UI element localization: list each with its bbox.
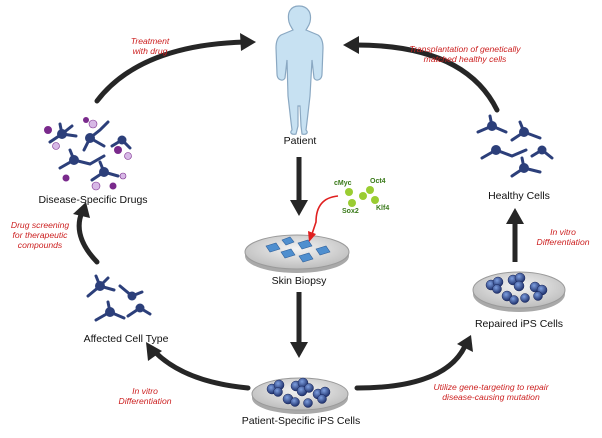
note-in-vitro-left: In vitro Differentiation	[108, 386, 182, 406]
note-drug-screening: Drug screening for therapeutic compounds	[4, 220, 76, 250]
note-drug-screening-line-2: for therapeutic	[12, 230, 68, 240]
arrow-affected-to-drugs	[73, 202, 100, 265]
note-transplantation: Transplantation of genetically matched h…	[390, 44, 540, 64]
label-skin-biopsy: Skin Biopsy	[271, 275, 327, 287]
label-patient: Patient	[283, 135, 317, 147]
note-gene-targeting-line-2: disease-causing mutation	[442, 392, 540, 402]
reprogramming-factors	[308, 186, 379, 242]
factor-cmyc: cMyc	[334, 180, 352, 187]
note-transplantation-line-1: Transplantation of genetically	[409, 44, 521, 54]
factor-oct4: Oct4	[370, 178, 386, 185]
affected-cell-bodies	[95, 281, 145, 317]
factor-sox2: Sox2	[342, 208, 359, 215]
arrow-patient-to-biopsy	[290, 157, 308, 216]
disease-drug-cell-bodies	[57, 129, 127, 177]
repaired-ips-dish	[472, 271, 566, 312]
note-in-vitro-left-line-2: Differentiation	[118, 396, 172, 406]
arrow-healthy-to-patient	[343, 36, 500, 113]
label-healthy-cells: Healthy Cells	[488, 190, 550, 202]
note-drug-screening-line-1: Drug screening	[10, 220, 70, 230]
note-treatment: Treatment with drug	[110, 36, 190, 56]
note-in-vitro-left-line-1: In vitro	[132, 386, 158, 396]
note-treatment-line-2: with drug	[132, 46, 168, 56]
patient-ips-dish	[251, 377, 349, 414]
drug-molecules	[44, 117, 132, 191]
label-patient-ips: Patient-Specific iPS Cells	[241, 415, 361, 427]
note-treatment-line-1: Treatment	[130, 36, 170, 46]
arrow-repaired-to-healthy	[506, 208, 524, 262]
arrow-biopsy-to-ips	[290, 292, 308, 358]
label-affected-cell: Affected Cell Type	[83, 333, 169, 345]
note-drug-screening-line-3: compounds	[17, 240, 63, 250]
note-transplantation-line-2: matched healthy cells	[423, 54, 507, 64]
note-gene-targeting-line-1: Utilize gene-targeting to repair	[433, 382, 549, 392]
arrow-drugs-to-patient	[94, 33, 256, 104]
arrow-ips-to-repaired	[354, 335, 473, 391]
note-in-vitro-right-line-1: In vitro	[550, 227, 576, 237]
label-disease-drugs: Disease-Specific Drugs	[38, 194, 148, 206]
note-gene-targeting: Utilize gene-targeting to repair disease…	[416, 382, 566, 402]
arrow-ips-to-affected	[146, 342, 251, 391]
note-in-vitro-right-line-2: Differentiation	[536, 237, 590, 247]
patient-figure	[275, 5, 324, 135]
note-in-vitro-right: In vitro Differentiation	[526, 227, 600, 247]
label-repaired-ips: Repaired iPS Cells	[474, 318, 564, 330]
healthy-cell-bodies	[487, 121, 547, 173]
skin-biopsy-dish	[244, 234, 350, 273]
factor-klf4: Klf4	[376, 205, 390, 212]
